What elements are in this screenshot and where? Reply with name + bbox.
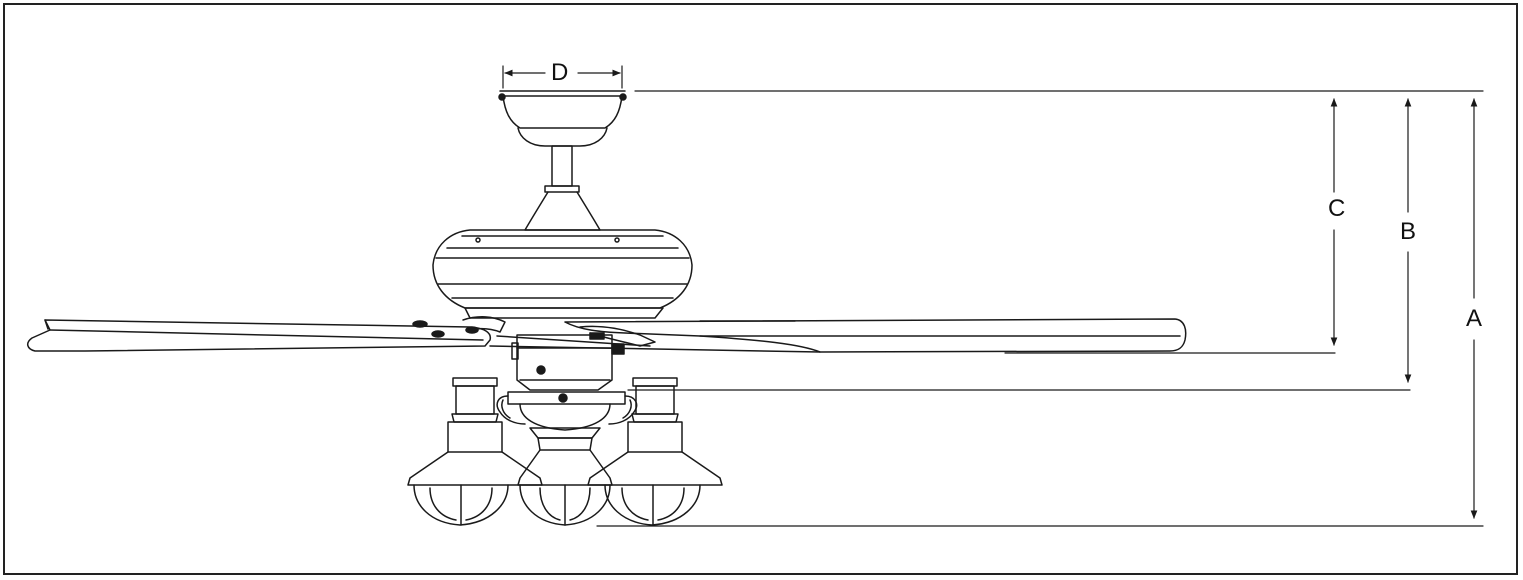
downrod bbox=[544, 145, 580, 193]
light-kit-bar bbox=[496, 391, 638, 439]
diagram-frame bbox=[3, 3, 1518, 575]
motor-housing bbox=[432, 229, 693, 319]
switch-housing bbox=[511, 334, 613, 391]
center-lamp bbox=[517, 437, 613, 526]
dimension-label-a: A bbox=[1464, 305, 1485, 332]
dimension-label-b: B bbox=[1398, 218, 1419, 245]
extension-lines bbox=[596, 90, 1484, 527]
dimension-label-d: D bbox=[549, 59, 571, 86]
fan-blades bbox=[27, 316, 1187, 355]
left-lamp bbox=[407, 377, 543, 526]
canopy bbox=[498, 90, 627, 147]
dimension-label-c: C bbox=[1326, 195, 1348, 222]
right-lamp bbox=[587, 377, 723, 526]
motor-collar bbox=[524, 191, 601, 231]
dimension-arrows bbox=[502, 65, 1478, 519]
